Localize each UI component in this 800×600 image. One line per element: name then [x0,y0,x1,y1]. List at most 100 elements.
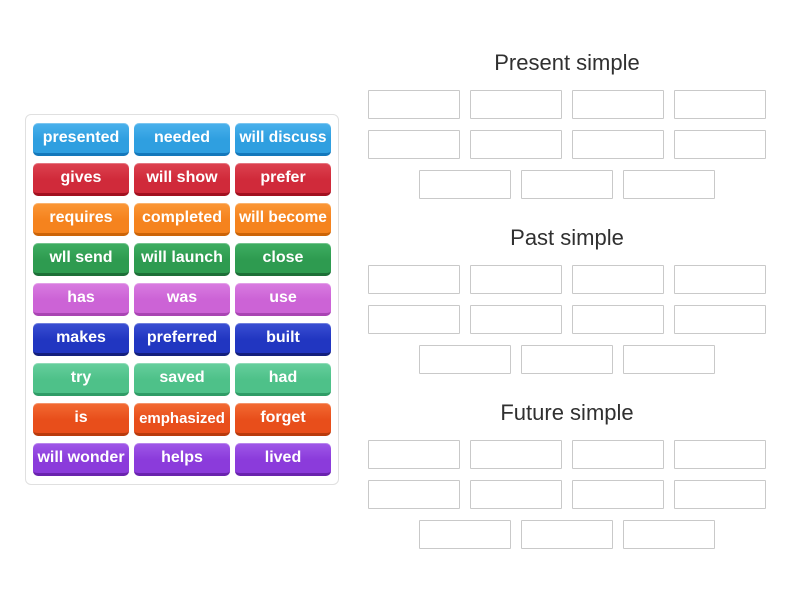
word-tile-use[interactable]: use [235,283,331,316]
word-tile-helps[interactable]: helps [134,443,230,476]
word-tile-label: use [269,289,297,306]
answer-slot-present-simple[interactable] [419,170,511,199]
word-tile-label: makes [56,329,106,346]
group-past-simple: Past simple [368,223,766,374]
slot-row [368,480,766,509]
group-title-past-simple: Past simple [510,225,624,250]
answer-slot-present-simple[interactable] [572,90,664,119]
answer-slot-present-simple[interactable] [521,170,613,199]
answer-slot-future-simple[interactable] [419,520,511,549]
word-tile-label: lived [264,449,302,466]
word-bank-panel: presented needed will discuss gives will sho… [25,114,339,485]
answer-slot-present-simple[interactable] [572,130,664,159]
answer-slot-past-simple[interactable] [470,265,562,294]
answer-slot-present-simple[interactable] [623,170,715,199]
slot-row [368,170,766,199]
answer-slot-present-simple[interactable] [674,130,766,159]
word-tile-label: saved [159,369,205,386]
slot-row [368,520,766,549]
answer-slot-future-simple[interactable] [368,440,460,469]
word-tile-wll-send[interactable]: wll send [33,243,129,276]
word-tile-will-launch[interactable]: will launch [134,243,230,276]
word-tile-label: wll send [49,249,113,266]
word-tile-label: helps [161,449,203,466]
word-tile-built[interactable]: built [235,323,331,356]
group-present-simple: Present simple [368,48,766,199]
answer-slot-future-simple[interactable] [674,440,766,469]
answer-slot-past-simple[interactable] [470,305,562,334]
answer-slot-past-simple[interactable] [623,345,715,374]
word-tile-saved[interactable]: saved [134,363,230,396]
word-tile-will-show[interactable]: will show [134,163,230,196]
group-title-future-simple: Future simple [500,400,634,425]
slot-row [368,265,766,294]
word-tile-label: prefer [260,169,306,186]
word-tile-needed[interactable]: needed [134,123,230,156]
answer-slot-present-simple[interactable] [470,90,562,119]
word-tile-makes[interactable]: makes [33,323,129,356]
word-tile-label: presented [42,129,120,146]
word-tile-had[interactable]: had [235,363,331,396]
answer-slot-past-simple[interactable] [521,345,613,374]
word-tile-label: completed [141,209,222,226]
word-tile-forget[interactable]: forget [235,403,331,436]
word-tile-will-wonder[interactable]: will wonder [33,443,129,476]
answer-slot-present-simple[interactable] [368,130,460,159]
answer-slot-present-simple[interactable] [674,90,766,119]
answer-slot-future-simple[interactable] [368,480,460,509]
word-tile-label: is [74,409,88,426]
word-tile-label: built [266,329,300,346]
slot-row [368,305,766,334]
slot-row [368,90,766,119]
word-bank-grid: presented needed will discuss gives will sho… [33,123,331,476]
word-tile-presented[interactable]: presented [33,123,129,156]
answer-slot-past-simple[interactable] [572,265,664,294]
word-tile-lived[interactable]: lived [235,443,331,476]
word-tile-label: needed [153,129,210,146]
answer-slot-present-simple[interactable] [470,130,562,159]
word-tile-will-discuss[interactable]: will discuss [235,123,331,156]
word-tile-label: forget [260,409,306,426]
answer-slot-future-simple[interactable] [674,480,766,509]
word-tile-was[interactable]: was [134,283,230,316]
word-tile-label: will discuss [239,129,327,147]
word-tile-emphasized[interactable]: emphasized [134,403,230,436]
word-tile-try[interactable]: try [33,363,129,396]
word-tile-label: will become [239,209,327,227]
word-tile-is[interactable]: is [33,403,129,436]
answer-slot-past-simple[interactable] [368,265,460,294]
answer-slot-past-simple[interactable] [419,345,511,374]
word-tile-label: close [262,249,304,266]
answer-slot-present-simple[interactable] [368,90,460,119]
answer-slot-future-simple[interactable] [470,480,562,509]
word-tile-label: will show [146,169,218,186]
word-tile-label: emphasized [139,409,225,427]
word-tile-close[interactable]: close [235,243,331,276]
word-tile-label: requires [49,209,113,226]
word-tile-label: will wonder [37,449,125,466]
answer-slot-past-simple[interactable] [674,305,766,334]
slot-row [368,130,766,159]
word-tile-requires[interactable]: requires [33,203,129,236]
word-tile-preferred[interactable]: preferred [134,323,230,356]
word-tile-gives[interactable]: gives [33,163,129,196]
answer-slot-future-simple[interactable] [470,440,562,469]
answer-slot-past-simple[interactable] [572,305,664,334]
answer-slot-future-simple[interactable] [623,520,715,549]
word-tile-label: preferred [146,329,218,346]
answer-slot-future-simple[interactable] [521,520,613,549]
answer-slot-future-simple[interactable] [572,440,664,469]
slot-row [368,440,766,469]
word-tile-label: had [268,369,298,386]
word-tile-label: gives [60,169,102,186]
answer-slot-past-simple[interactable] [674,265,766,294]
slot-row [368,345,766,374]
word-tile-completed[interactable]: completed [134,203,230,236]
word-tile-prefer[interactable]: prefer [235,163,331,196]
answer-slot-future-simple[interactable] [572,480,664,509]
word-tile-has[interactable]: has [33,283,129,316]
answer-slot-past-simple[interactable] [368,305,460,334]
word-tile-will-become[interactable]: will become [235,203,331,236]
